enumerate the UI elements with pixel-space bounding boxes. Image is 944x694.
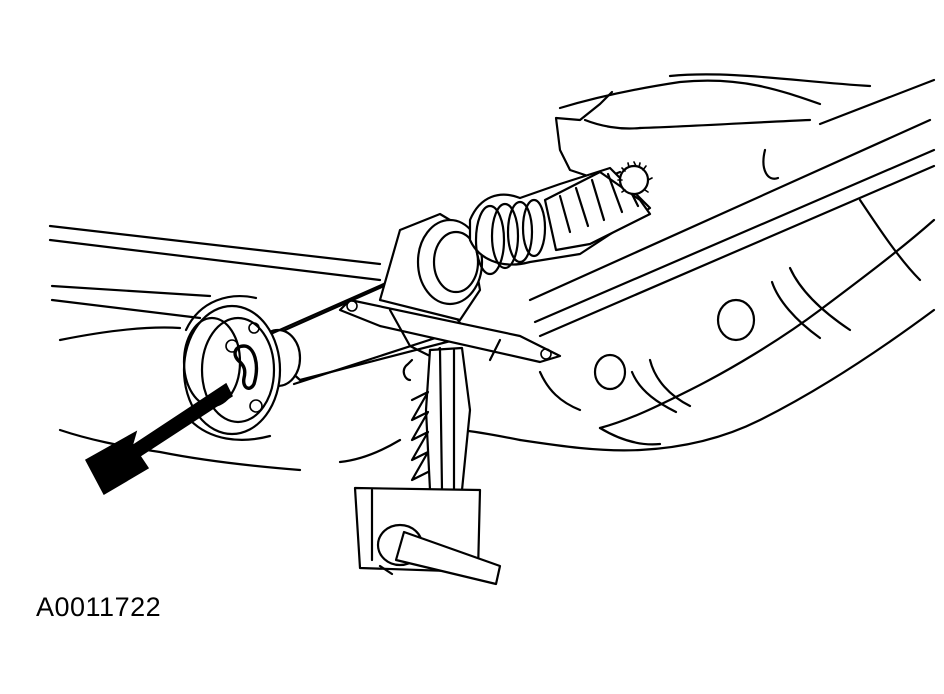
pinion-housing: [338, 212, 562, 364]
figure-id-label: A0011722: [36, 592, 162, 622]
crossmember-rails: [48, 224, 402, 472]
subframe-body: [458, 73, 936, 452]
lower-clevis: [353, 486, 502, 586]
vertical-link: [402, 346, 472, 492]
lock-clip: [233, 344, 259, 390]
pointer-arrow-icon: [84, 382, 233, 496]
input-shaft: [468, 161, 653, 276]
